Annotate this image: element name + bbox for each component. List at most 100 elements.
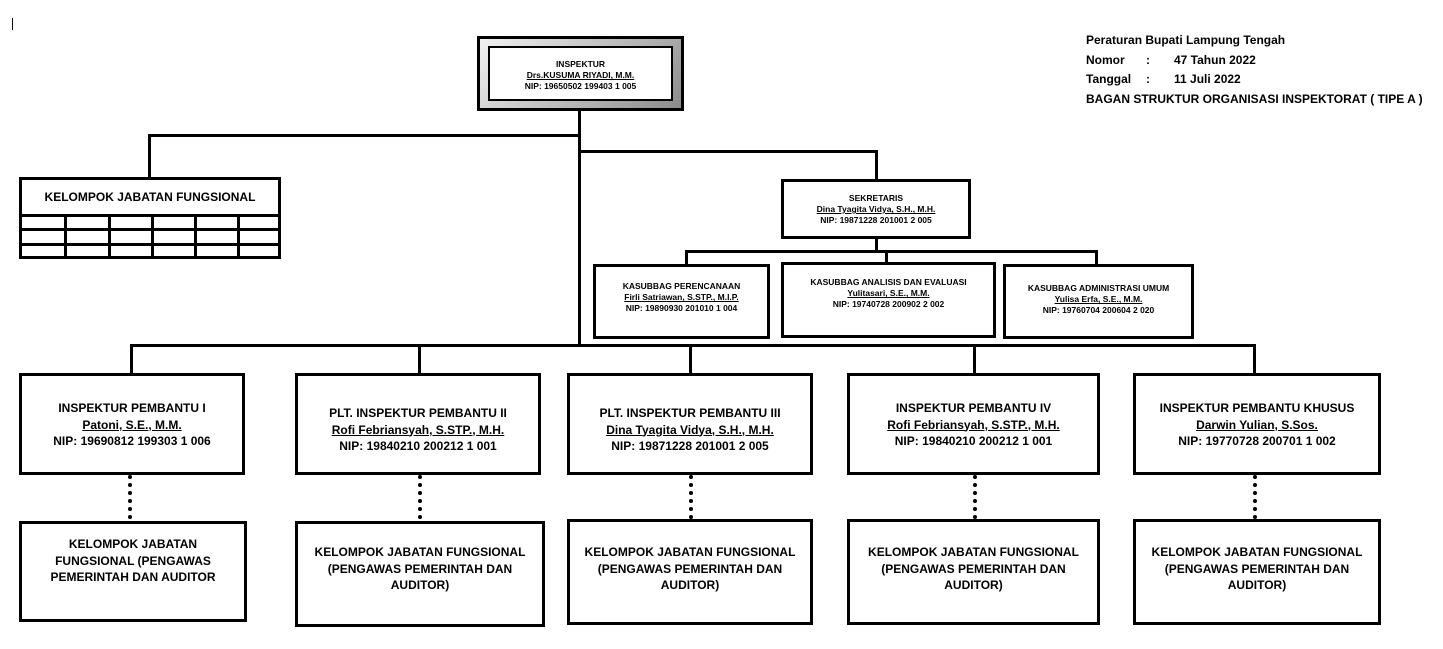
pengawas-line: KELOMPOK JABATAN FUNGSIONAL: [584, 545, 796, 559]
inspektur-pembantu-box: INSPEKTUR PEMBANTU I Patoni, S.E., M.M. …: [19, 373, 245, 475]
pengawas-line: (PENGAWAS PEMERINTAH DAN: [327, 561, 513, 576]
pembantu-name: Patoni, S.E., M.M.: [82, 417, 182, 432]
inspektur-nip: NIP: 19650502 199403 1 005: [524, 81, 637, 91]
pengawas-line: FUNGSIONAL (PENGAWAS: [55, 553, 211, 568]
sekretaris-box: SEKRETARIS Dina Tyagita Vidya, S.H., M.H…: [781, 179, 971, 239]
sekretaris-title: SEKRETARIS: [848, 193, 904, 203]
grid-vline: [237, 214, 240, 256]
tanggal-value: 11 Juli 2022: [1174, 72, 1241, 86]
pembantu-name: Rofi Febriansyah, S.STP., M.H.: [331, 422, 505, 437]
dotted-connector-3: [689, 475, 693, 519]
nomor-separator: :: [1146, 52, 1150, 67]
connector-pembantu4-drop: [973, 344, 976, 374]
kasubbag-title: KASUBBAG ANALISIS DAN EVALUASI: [810, 277, 967, 287]
pembantu-title: INSPEKTUR PEMBANTU KHUSUS: [1159, 401, 1355, 415]
kasubbag-title: KASUBBAG ADMINISTRASI UMUM: [1027, 283, 1170, 293]
connector-pembantu5-drop: [1253, 344, 1256, 374]
pengawas-line: KELOMPOK JABATAN: [68, 537, 198, 551]
grid-hline: [22, 214, 278, 217]
kasubbag-title: KASUBBAG PERENCANAAN: [622, 281, 741, 291]
sekretaris-nip: NIP: 19871228 201001 2 005: [820, 215, 932, 225]
grid-hline: [22, 228, 278, 231]
pembantu-nip: NIP: 19840210 200212 1 001: [339, 439, 497, 453]
connector-kasubbag2-drop: [885, 250, 888, 264]
regulation-title: Peraturan Bupati Lampung Tengah: [1086, 33, 1286, 47]
connector-pembantu3-drop: [689, 344, 692, 374]
pengawas-line: KELOMPOK JABATAN FUNGSIONAL: [868, 545, 1079, 559]
connector-pembantu-horizontal: [130, 344, 1256, 347]
sekretaris-name: Dina Tyagita Vidya, S.H., M.H.: [816, 204, 936, 214]
kasubbag-nip: NIP: 19890930 201010 1 004: [625, 303, 738, 313]
pembantu-nip: NIP: 19770728 200701 1 002: [1178, 434, 1336, 448]
grid-vline: [108, 214, 111, 256]
tanggal-label: Tanggal: [1086, 72, 1132, 86]
pembantu-title: INSPEKTUR PEMBANTU IV: [895, 401, 1052, 415]
connector-sekretaris-horizontal: [578, 150, 878, 153]
connector-trunk: [578, 111, 581, 347]
tanggal-row: Tanggal : 11 Juli 2022: [1086, 70, 1423, 90]
kasubbag-nip: NIP: 19760704 200604 2 020: [1042, 305, 1155, 315]
dotted-connector-4: [973, 475, 977, 519]
inspektur-pembantu-box: INSPEKTUR PEMBANTU KHUSUS Darwin Yulian,…: [1133, 373, 1381, 475]
kelompok-pengawas-box: KELOMPOK JABATAN FUNGSIONAL (PENGAWAS PE…: [1133, 519, 1381, 625]
pembantu-name: Darwin Yulian, S.Sos.: [1196, 417, 1318, 432]
dotted-connector-1: [128, 475, 132, 519]
pengawas-line: (PENGAWAS PEMERINTAH DAN: [1164, 561, 1350, 576]
inspektur-box: INSPEKTUR Drs.KUSUMA RIYADI, M.M. NIP: 1…: [477, 36, 684, 111]
pembantu-nip: NIP: 19690812 199303 1 006: [53, 434, 211, 448]
connector-sekretaris-drop: [875, 150, 878, 180]
inspektur-title: INSPEKTUR: [555, 59, 606, 69]
nomor-label: Nomor: [1086, 52, 1125, 67]
grid-vline: [64, 214, 67, 256]
dotted-connector-5: [1253, 475, 1257, 519]
pengawas-line: AUDITOR): [944, 578, 1003, 592]
kelompok-fungsional-box: KELOMPOK JABATAN FUNGSIONAL: [19, 177, 281, 259]
kelompok-pengawas-box: KELOMPOK JABATAN FUNGSIONAL (PENGAWAS PE…: [847, 519, 1100, 625]
connector-fungsional-drop: [148, 134, 151, 178]
pembantu-nip: NIP: 19871228 201001 2 005: [611, 439, 769, 453]
inspektur-box-inner: INSPEKTUR Drs.KUSUMA RIYADI, M.M. NIP: 1…: [488, 46, 673, 101]
text-cursor: [12, 18, 13, 30]
tanggal-separator: :: [1146, 72, 1150, 86]
pengawas-line: (PENGAWAS PEMERINTAH DAN: [881, 561, 1066, 576]
connector-kasubbag-horizontal: [685, 250, 1098, 253]
kasubbag-perencanaan-box: KASUBBAG PERENCANAAN Firli Satriawan, S.…: [593, 264, 770, 339]
pengawas-line: KELOMPOK JABATAN FUNGSIONAL: [314, 545, 526, 559]
dotted-connector-2: [418, 475, 422, 519]
grid-hline: [22, 243, 278, 246]
kelompok-fungsional-grid: [22, 214, 278, 256]
inspektur-name: Drs.KUSUMA RIYADI, M.M.: [526, 70, 635, 80]
pembantu-nip: NIP: 19840210 200212 1 001: [894, 434, 1053, 448]
pembantu-title: INSPEKTUR PEMBANTU I: [58, 401, 206, 415]
inspektur-pembantu-box: INSPEKTUR PEMBANTU IV Rofi Febriansyah, …: [847, 373, 1100, 475]
kelompok-fungsional-title: KELOMPOK JABATAN FUNGSIONAL: [44, 190, 256, 204]
pembantu-name: Rofi Febriansyah, S.STP., M.H.: [887, 417, 1060, 432]
inspektur-pembantu-box: PLT. INSPEKTUR PEMBANTU III Dina Tyagita…: [567, 373, 813, 475]
pembantu-title: PLT. INSPEKTUR PEMBANTU III: [599, 406, 781, 420]
kelompok-pengawas-box: KELOMPOK JABATAN FUNGSIONAL (PENGAWAS PE…: [567, 519, 813, 625]
pengawas-line: AUDITOR): [1227, 578, 1287, 592]
pengawas-line: PEMERINTAH DAN AUDITOR: [50, 570, 216, 584]
nomor-value: 47 Tahun 2022: [1174, 52, 1256, 67]
pembantu-title: PLT. INSPEKTUR PEMBANTU II: [329, 406, 507, 420]
connector-kasubbag1-drop: [685, 250, 688, 266]
connector-top-horizontal: [148, 134, 580, 137]
connector-pembantu1-drop: [130, 344, 133, 374]
pembantu-name: Dina Tyagita Vidya, S.H., M.H.: [606, 422, 774, 437]
kasubbag-analisis-box: KASUBBAG ANALISIS DAN EVALUASI Yulitasar…: [781, 262, 996, 338]
connector-sekretaris-down: [875, 238, 878, 252]
regulation-header: Peraturan Bupati Lampung Tengah Nomor : …: [1086, 31, 1423, 109]
inspektur-pembantu-box: PLT. INSPEKTUR PEMBANTU II Rofi Febrians…: [295, 373, 541, 475]
pengawas-line: AUDITOR): [660, 578, 720, 592]
pengawas-line: KELOMPOK JABATAN FUNGSIONAL: [1151, 545, 1363, 559]
kelompok-pengawas-box: KELOMPOK JABATAN FUNGSIONAL (PENGAWAS PE…: [19, 521, 247, 622]
pengawas-line: (PENGAWAS PEMERINTAH DAN: [597, 561, 783, 576]
grid-vline: [194, 214, 197, 256]
nomor-row: Nomor : 47 Tahun 2022: [1086, 51, 1423, 71]
connector-pembantu2-drop: [418, 344, 421, 374]
kasubbag-nip: NIP: 19740728 200902 2 002: [832, 299, 945, 309]
connector-kasubbag3-drop: [1095, 250, 1098, 266]
grid-vline: [151, 214, 154, 256]
kasubbag-administrasi-box: KASUBBAG ADMINISTRASI UMUM Yulisa Erfa, …: [1003, 264, 1194, 339]
chart-title: BAGAN STRUKTUR ORGANISASI INSPEKTORAT ( …: [1086, 91, 1423, 106]
